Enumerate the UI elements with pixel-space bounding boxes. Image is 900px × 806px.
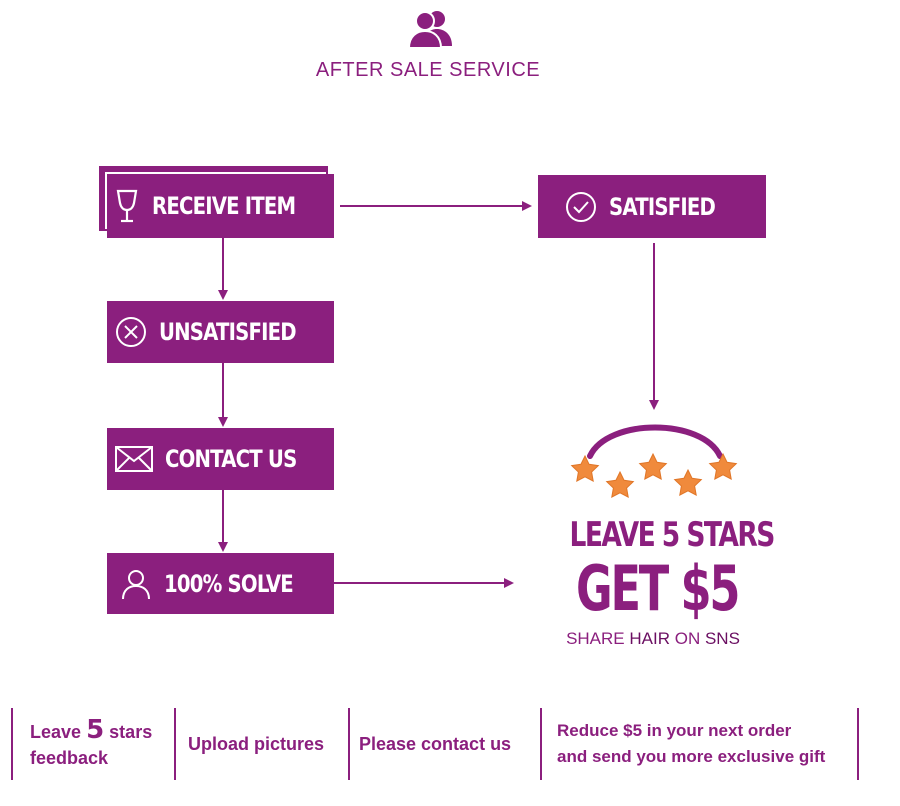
receive-item-label: RECEIVE ITEM — [152, 192, 296, 220]
stars-rating — [570, 424, 738, 499]
star-icon — [570, 454, 600, 483]
contact-us-box: CONTACT US — [107, 428, 334, 490]
users-icon — [407, 8, 454, 49]
check-circle-icon — [566, 191, 597, 222]
divider — [540, 708, 542, 780]
unsatisfied-label: UNSATISFIED — [159, 318, 297, 346]
star-icon — [605, 470, 635, 499]
star-icon — [673, 468, 703, 497]
promo-get-5: GET $5 — [575, 552, 740, 625]
divider — [857, 708, 859, 780]
page-title: AFTER SALE SERVICE — [315, 59, 541, 81]
step-contact-us: Please contact us — [359, 734, 512, 754]
envelope-icon — [115, 446, 154, 472]
star-icon — [708, 452, 738, 481]
share-word: SHARE — [566, 629, 625, 648]
rating-arc — [587, 424, 723, 459]
solve-label: 100% SOLVE — [163, 569, 294, 598]
satisfied-label: SATISFIED — [609, 192, 716, 221]
stack-shadow-fill — [99, 166, 328, 172]
user-icon — [121, 569, 150, 599]
share-word-sns: SNS — [704, 629, 740, 648]
unsatisfied-box: UNSATISFIED — [107, 301, 334, 363]
star-icon — [638, 452, 668, 481]
satisfied-box: SATISFIED — [538, 175, 766, 238]
receive-item-box: RECEIVE ITEM — [107, 174, 334, 238]
solve-box: 100% SOLVE — [107, 553, 334, 614]
share-word-on: ON — [674, 629, 701, 648]
stack-shadow-side — [99, 166, 105, 231]
step-leave-feedback: Leave 5 stars feedback — [30, 715, 153, 768]
step-upload-pictures: Upload pictures — [188, 734, 325, 754]
step-reduce-5: Reduce $5 in your next order and send yo… — [557, 721, 826, 766]
divider — [174, 708, 176, 780]
divider — [348, 708, 350, 780]
share-line: SHARE HAIR ON SNS — [540, 629, 766, 649]
wine-glass-icon — [116, 189, 138, 223]
share-word-hair: HAIR — [629, 629, 670, 648]
promo-leave-stars: LEAVE 5 STARS — [569, 515, 776, 555]
x-circle-icon — [116, 317, 147, 347]
divider — [11, 708, 13, 780]
contact-us-label: CONTACT US — [165, 445, 297, 473]
